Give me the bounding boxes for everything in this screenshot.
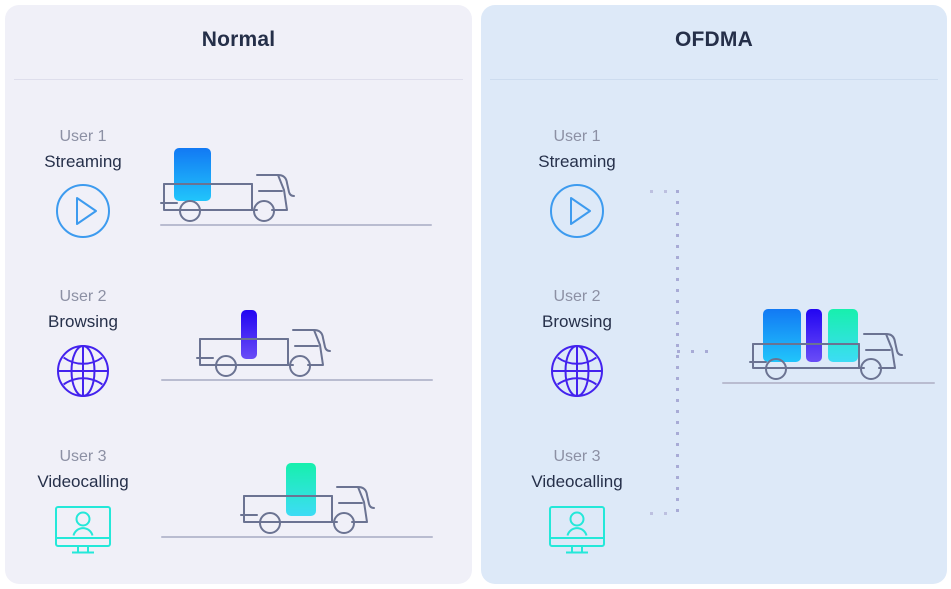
panel-ofdma-divider xyxy=(490,79,938,80)
user-block-normal-2: User 2 Browsing xyxy=(3,284,163,400)
road-line xyxy=(161,536,433,538)
panel-normal-title: Normal xyxy=(201,27,276,51)
user-label: User 1 xyxy=(553,128,601,145)
video-monitor-icon xyxy=(3,502,163,560)
user-block-ofdma-1: User 1 Streaming xyxy=(497,124,657,240)
browsing-packet xyxy=(241,310,257,359)
panel-ofdma: OFDMA xyxy=(481,5,947,584)
user-activity: Videocalling xyxy=(37,472,129,491)
user-label: User 1 xyxy=(59,128,107,145)
streaming-packet xyxy=(763,309,801,362)
play-circle-icon xyxy=(3,182,163,240)
globe-icon xyxy=(3,342,163,400)
videocalling-packet xyxy=(828,309,858,362)
panel-ofdma-title: OFDMA xyxy=(675,27,753,51)
truck-streaming xyxy=(160,145,435,235)
truck-combined xyxy=(722,303,947,391)
user-activity: Streaming xyxy=(44,152,122,171)
browsing-packet xyxy=(806,309,822,362)
truck-browsing xyxy=(161,303,471,391)
road-line xyxy=(722,382,935,384)
user-label: User 2 xyxy=(59,288,107,305)
user-activity: Browsing xyxy=(542,312,612,331)
road-line xyxy=(161,379,433,381)
connector-bottom-dots xyxy=(650,512,678,515)
truck-videocalling xyxy=(161,458,515,548)
user-block-normal-3: User 3 Videocalling xyxy=(3,444,163,560)
connector-middle-dots xyxy=(677,350,717,353)
streaming-packet xyxy=(174,148,211,201)
user-block-normal-1: User 1 Streaming xyxy=(3,124,163,240)
videocalling-packet xyxy=(286,463,316,516)
panel-normal-header: Normal xyxy=(5,5,472,74)
user-activity: Browsing xyxy=(48,312,118,331)
connector-top-dots xyxy=(650,190,678,193)
user-activity: Streaming xyxy=(538,152,616,171)
globe-icon xyxy=(497,342,657,400)
video-monitor-icon xyxy=(497,502,657,560)
user-block-ofdma-2: User 2 Browsing xyxy=(497,284,657,400)
user-label: User 3 xyxy=(59,448,107,465)
user-block-ofdma-3: User 3 Videocalling xyxy=(497,444,657,560)
panel-normal-divider xyxy=(14,79,463,80)
play-circle-icon xyxy=(497,182,657,240)
road-line xyxy=(160,224,432,226)
panel-ofdma-header: OFDMA xyxy=(481,5,947,74)
user-activity: Videocalling xyxy=(531,472,623,491)
panel-normal: Normal xyxy=(5,5,472,584)
user-label: User 3 xyxy=(553,448,601,465)
user-label: User 2 xyxy=(553,288,601,305)
